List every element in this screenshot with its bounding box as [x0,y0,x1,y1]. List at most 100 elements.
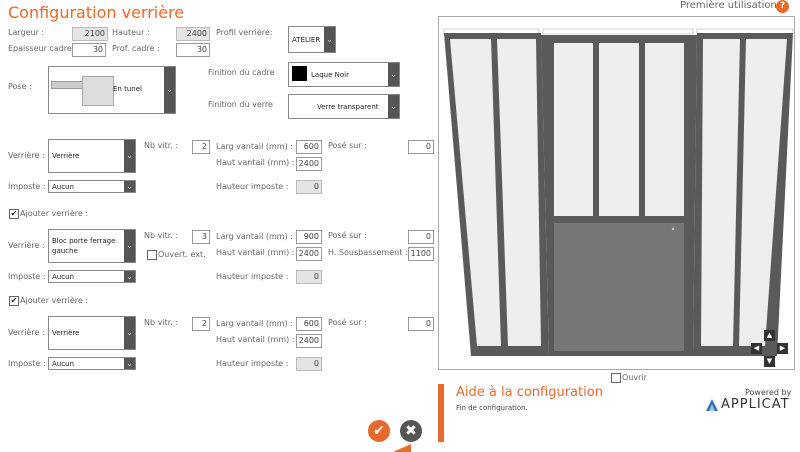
color-swatch [292,66,307,81]
leaf-width-label: Larg vantail (mm) : [216,142,293,151]
leaf-height-label: Haut vantail (mm) : [216,248,295,257]
imposte-value: Aucun [52,272,74,281]
nb-panes-input[interactable]: 2 [192,317,210,331]
placed-on-input[interactable]: 0 [408,140,434,154]
imposte-height-input[interactable]: 0 [296,180,322,194]
rotate-up-button[interactable]: ▲ [764,330,775,341]
cancel-button[interactable]: ✖ [400,420,422,442]
imposte-height-label: Hauteur imposte : [216,182,289,191]
applicat-logo: APPLICAT [705,397,790,412]
frame-thickness-input[interactable]: 30 [72,43,106,57]
first-use-link[interactable]: Première utilisation [680,0,777,11]
imposte-height-input[interactable]: 0 [296,357,322,371]
chevron-down-icon: ⌄ [324,27,335,52]
chevron-down-icon: ⌄ [388,63,399,86]
open-outward-checkbox[interactable] [147,250,157,260]
glazing-preview [443,28,794,356]
profile-label: Profil verrière: [216,28,273,37]
imposte-value: Aucun [52,359,74,368]
placed-on-input[interactable]: 0 [408,317,434,331]
placed-on-label: Posé sur : [328,318,367,327]
frame-depth-input[interactable]: 30 [176,43,210,57]
chevron-down-icon: ⌄ [388,95,399,118]
pointer-triangle-icon [393,444,411,452]
nb-panes-label: Nb vitr. : [144,318,179,327]
pose-value: En tunel [113,85,142,93]
leaf-height-label: Haut vantail (mm) : [216,158,295,167]
placed-on-label: Posé sur : [328,141,367,150]
help-icon[interactable]: ? [776,0,789,13]
help-accent-bar [438,384,444,442]
help-title: Aide à la configuration [456,385,603,400]
chevron-down-icon: ⌄ [124,317,135,349]
help-text: Fin de configuration. [456,404,528,412]
check-icon: ✔ [373,423,385,439]
frame-depth-label: Prof. cadre : [112,44,160,53]
brand-name: APPLICAT [721,397,790,412]
imposte-height-input[interactable]: 0 [296,270,322,284]
rotate-right-button[interactable]: ▶ [777,343,788,354]
powered-by: Powered by [745,388,792,397]
frame-finish-value: Laque Noir [311,71,349,79]
add-glazing-checkbox[interactable]: ✔ [9,209,19,219]
nb-panes-label: Nb vitr. : [144,231,179,240]
profile-select[interactable]: ATELIER⌄ [288,26,336,53]
imposte-label: Imposte : [8,359,46,368]
leaf-width-label: Larg vantail (mm) : [216,232,293,241]
rotate-left-button[interactable]: ◀ [751,343,762,354]
base-height-label: H. Sousbassement : [328,248,408,257]
leaf-width-label: Larg vantail (mm) : [216,319,293,328]
glazing-type-select[interactable]: Verrière⌄ [48,139,136,173]
imposte-height-label: Hauteur imposte : [216,272,289,281]
glass-finish-label: Finition du verre [208,100,273,109]
leaf-height-input[interactable]: 2400 [296,157,322,171]
glazing-type-select[interactable]: Verrière ⌄ [48,316,136,350]
imposte-height-label: Hauteur imposte : [216,359,289,368]
imposte-select[interactable]: Aucun⌄ [48,180,136,193]
nb-panes-input[interactable]: 2 [192,140,210,154]
add-glazing-label: Ajouter verrière : [20,296,89,305]
pose-label: Pose : [8,82,32,91]
pose-select[interactable]: En tunel ⌄ [48,66,176,114]
page-title: Configuration verrière [8,3,185,22]
base-height-input[interactable]: 1100 [408,247,434,261]
glazing-type-value: Bloc porte ferrage gauche [52,237,116,255]
leaf-height-input[interactable]: 2400 [296,247,322,261]
glazing-type-select[interactable]: Bloc porte ferrage gauche ⌄ [48,229,136,263]
leaf-width-input[interactable]: 900 [296,230,322,244]
leaf-height-label: Haut vantail (mm) : [216,335,295,344]
glass-finish-select[interactable]: Verre transparent ⌄ [288,94,400,119]
imposte-label: Imposte : [8,272,46,281]
add-glazing-checkbox[interactable]: ✔ [9,296,19,306]
profile-value: ATELIER [292,35,321,44]
pose-diagram-icon [51,81,83,89]
open-outward-label: Ouvert. ext. [158,250,206,259]
chevron-down-icon: ⌄ [164,67,175,113]
width-input[interactable]: 2100 [72,27,108,41]
frame-thickness-label: Epaisseur cadre : [8,44,78,53]
placed-on-input[interactable]: 0 [408,230,434,244]
frame-finish-select[interactable]: Laque Noir ⌄ [288,62,400,87]
glazing-type-label: Verrière : [8,151,45,160]
placed-on-label: Posé sur : [328,231,367,240]
glazing-type-value: Verrière [52,329,80,337]
confirm-button[interactable]: ✔ [368,420,390,442]
close-icon: ✖ [405,423,417,439]
height-input[interactable]: 2400 [176,27,210,41]
applicat-logo-icon [706,398,718,411]
nb-panes-input[interactable]: 3 [192,230,210,244]
chevron-down-icon: ⌄ [124,230,135,262]
leaf-height-input[interactable]: 2400 [296,334,322,348]
leaf-width-input[interactable]: 600 [296,317,322,331]
door-handle-icon [671,227,675,231]
imposte-select[interactable]: Aucun⌄ [48,357,136,370]
imposte-select[interactable]: Aucun ⌄ [48,270,136,283]
chevron-down-icon: ⌄ [124,181,135,192]
rotate-down-button[interactable]: ▼ [764,356,775,367]
chevron-down-icon: ⌄ [124,271,135,282]
glazing-type-label: Verrière : [8,328,45,337]
width-label: Largeur : [8,28,45,37]
glass-finish-value: Verre transparent [317,103,379,111]
open-checkbox[interactable] [611,373,621,383]
leaf-width-input[interactable]: 600 [296,140,322,154]
